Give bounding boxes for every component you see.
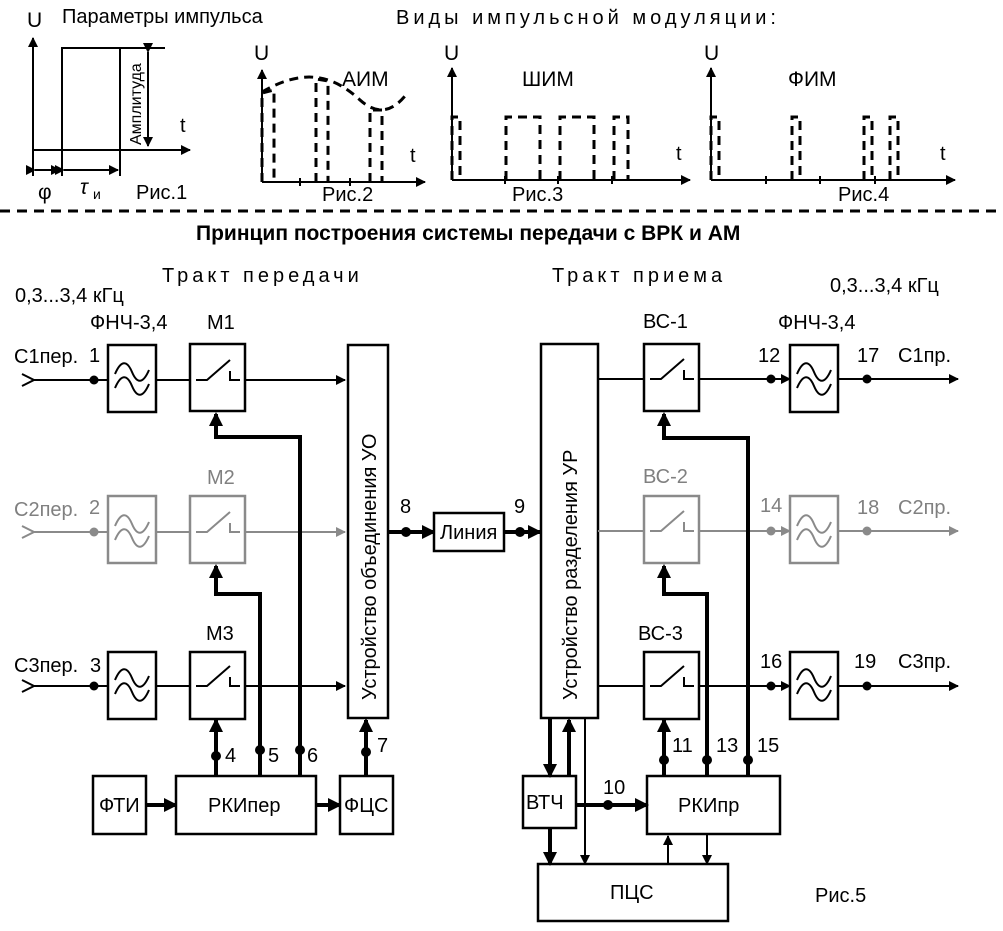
selector-label-2: ВС-2 <box>643 466 688 488</box>
rx-channel-2: ВС-2 14 18 С2пр. <box>598 466 959 565</box>
modulator-label-2: М2 <box>207 467 235 489</box>
tx-channel-3: С3пер. 3 М3 <box>14 623 346 721</box>
point-10: 10 <box>603 777 625 799</box>
fti-label: ФТИ <box>99 795 140 817</box>
fig1-phi-label: φ <box>38 181 52 204</box>
input-label-2: С2пер. <box>14 499 78 521</box>
point-9: 9 <box>514 496 525 518</box>
fig4-u-axis-label: U <box>704 42 719 65</box>
point-13: 13 <box>716 735 738 757</box>
fti-block <box>91 774 148 836</box>
fig1-tau-label: τ <box>80 176 89 199</box>
fig1-u-axis-label: U <box>27 9 42 32</box>
fcs-block <box>338 774 395 836</box>
fcs-label: ФЦС <box>344 795 388 817</box>
fig1-caption: Рис.1 <box>136 182 187 204</box>
lpf-tx-3 <box>106 650 158 721</box>
modulator-label-1: М1 <box>207 312 235 334</box>
selector-2 <box>642 494 701 565</box>
fig4-caption: Рис.4 <box>838 184 889 206</box>
band-right: 0,3...3,4 кГц <box>830 275 939 297</box>
tx-path-title: Тракт передачи <box>162 265 363 287</box>
fig1-tau-subscript: и <box>93 186 101 202</box>
vtch-block <box>521 774 578 830</box>
rx-channel-1: ВС-1 12 17 С1пр. <box>598 311 959 414</box>
point-14: 14 <box>760 495 782 517</box>
input-label-1: С1пер. <box>14 346 78 368</box>
fig4-t-axis-label: t <box>940 143 946 165</box>
fig1-title: Параметры импульса <box>62 6 264 28</box>
separator-label: Устройство разделения УР <box>560 449 582 700</box>
output-label-1: С1пр. <box>898 345 951 367</box>
vtch-label: ВТЧ <box>526 792 564 814</box>
input-label-3: С3пер. <box>14 655 78 677</box>
combiner-label: Устройство объединения УО <box>359 434 381 701</box>
point-11: 11 <box>672 735 693 757</box>
figure-2-pam: U t АИМ Рис.2 <box>254 42 426 206</box>
point-6: 6 <box>307 745 318 767</box>
rx-channel-3: ВС-3 16 19 С3пр. <box>598 623 959 721</box>
fig4-label: ФИМ <box>788 68 837 91</box>
figure-1-pulse-parameters: U Параметры импульса t Амплитуда φ τ и Р… <box>26 6 264 204</box>
fig2-t-axis-label: t <box>410 145 416 167</box>
fig3-label: ШИМ <box>522 68 574 91</box>
point-19: 19 <box>854 651 876 673</box>
point-1: 1 <box>89 345 100 367</box>
pcs-label: ПЦС <box>610 882 654 904</box>
figure-4-ppm: U t ФИМ Рис.4 <box>704 42 956 206</box>
point-16: 16 <box>760 651 782 673</box>
tx-channel-2: С2пер. 2 М2 <box>14 467 346 565</box>
figure-3-pwm: U t ШИМ Рис.3 <box>444 42 691 206</box>
lpf-rx-1 <box>788 343 840 414</box>
line-label: Линия <box>440 522 497 544</box>
lpf-tx-2 <box>106 494 158 565</box>
fig3-u-axis-label: U <box>444 42 459 65</box>
point-17: 17 <box>857 345 879 367</box>
rki-rx-label: РКИпр <box>678 795 739 817</box>
fig2-label: АИМ <box>342 68 389 91</box>
point-4: 4 <box>225 745 236 767</box>
lpf-tx-1 <box>106 343 158 414</box>
fig1-amplitude-label: Амплитуда <box>128 63 145 145</box>
main-title: Принцип построения системы передачи с ВР… <box>196 222 740 245</box>
fig3-caption: Рис.3 <box>512 184 563 206</box>
output-label-3: С3пр. <box>898 651 951 673</box>
point-12: 12 <box>758 345 780 367</box>
pcs-block <box>536 862 730 923</box>
modulator-2 <box>188 494 247 565</box>
fig3-t-axis-label: t <box>676 143 682 165</box>
rki-tx-block <box>174 774 318 836</box>
rki-rx-block <box>645 774 782 836</box>
rki-tx-label: РКИпер <box>208 795 280 817</box>
modulator-label-3: М3 <box>206 623 234 645</box>
point-15: 15 <box>757 735 779 757</box>
selector-label-3: ВС-3 <box>638 623 683 645</box>
output-label-2: С2пр. <box>898 497 951 519</box>
lpf-rx-3 <box>788 650 840 721</box>
point-18: 18 <box>857 497 879 519</box>
point-3: 3 <box>90 655 101 677</box>
rx-path-title: Тракт приема <box>552 265 726 287</box>
point-5: 5 <box>268 745 279 767</box>
fig2-caption: Рис.2 <box>322 184 373 206</box>
modulator-1 <box>188 342 247 413</box>
selector-1 <box>642 342 701 413</box>
band-left: 0,3...3,4 кГц <box>15 285 124 307</box>
fig2-u-axis-label: U <box>254 42 269 65</box>
fig5-caption: Рис.5 <box>815 885 866 907</box>
modulation-types-title: Виды импульсной модуляции: <box>396 7 780 29</box>
lpf-rx-2 <box>788 494 840 565</box>
selector-label-1: ВС-1 <box>643 311 688 333</box>
point-8: 8 <box>400 496 411 518</box>
filter-label-left: ФНЧ-3,4 <box>90 312 167 334</box>
fig1-t-axis-label: t <box>180 115 186 137</box>
combiner-uo <box>346 343 390 720</box>
tx-channel-1: С1пер. 1 М1 <box>14 312 346 414</box>
point-7: 7 <box>377 735 388 757</box>
point-2: 2 <box>89 497 100 519</box>
filter-label-right: ФНЧ-3,4 <box>778 312 855 334</box>
